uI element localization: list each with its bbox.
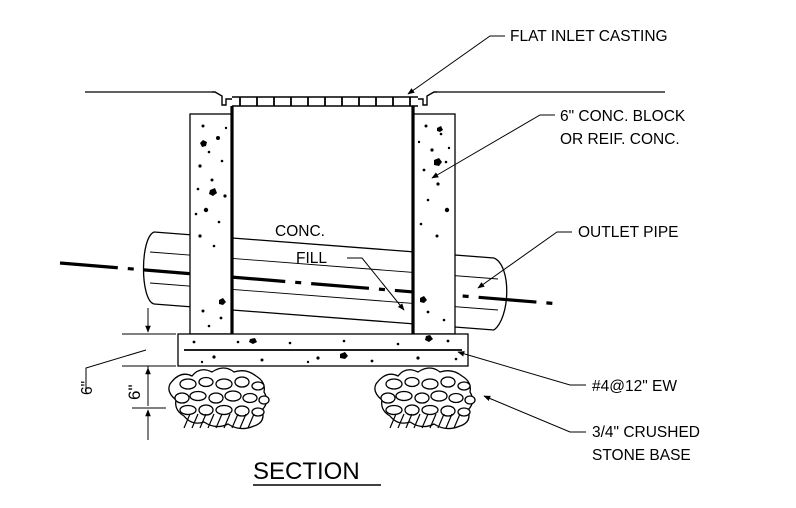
left-wall <box>189 106 234 335</box>
stone-label-line2: STONE BASE <box>592 447 691 464</box>
inlet-casting <box>212 91 437 107</box>
stone-label-line1: 3/4" CRUSHED <box>592 424 700 441</box>
right-wall <box>411 106 456 335</box>
block-label-line1: 6" CONC. BLOCK <box>560 108 686 125</box>
dim-right-label: 6" <box>125 385 144 401</box>
base-slab <box>177 333 469 367</box>
fill-label-line2: FILL <box>296 250 327 267</box>
outlet-pipe-label: OUTLET PIPE <box>578 224 679 241</box>
section-title: SECTION <box>253 458 360 485</box>
crushed-stone-base <box>168 367 476 430</box>
inlet-casting-label: FLAT INLET CASTING <box>510 28 668 45</box>
outlet-pipe <box>59 231 561 331</box>
dim-left-label: 6" <box>79 381 96 395</box>
dimension-lines <box>85 308 176 440</box>
fill-label-line1: CONC. <box>275 223 325 240</box>
block-label-line2: OR REIF. CONC. <box>560 131 680 148</box>
leader-lines <box>347 35 586 433</box>
rebar-label: #4@12" EW <box>592 378 677 395</box>
stone-hatch <box>183 413 461 429</box>
